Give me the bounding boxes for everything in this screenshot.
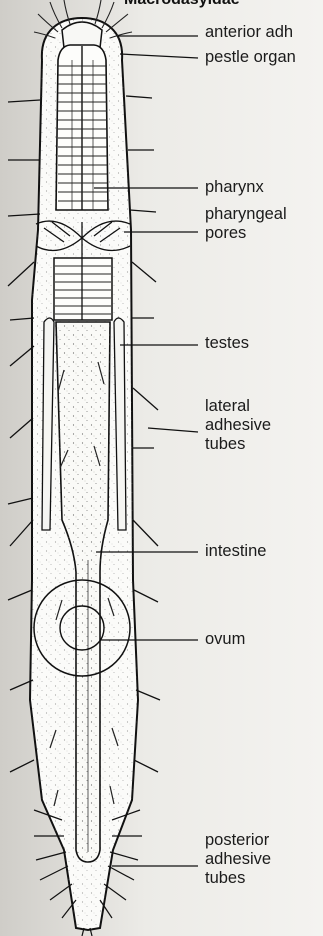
label-ovum: ovum — [205, 630, 245, 649]
label-testes: testes — [205, 334, 249, 353]
pharynx — [56, 45, 108, 210]
anterior-adhesive-organ — [62, 22, 102, 48]
figure-title: Macrodasyidae — [124, 0, 240, 9]
label-pharynx: pharynx — [205, 178, 264, 197]
label-pharyngeal-pores: pharyngeal pores — [205, 205, 287, 243]
label-pestle-organ: pestle organ — [205, 48, 296, 67]
label-intestine: intestine — [205, 542, 266, 561]
posterior-pharynx — [54, 258, 112, 320]
label-anterior-adhesive: anterior adh — [205, 23, 293, 42]
label-lateral-adhesive-tubes: lateral adhesive tubes — [205, 397, 271, 454]
label-posterior-adhesive-tubes: posterior adhesive tubes — [205, 831, 271, 888]
